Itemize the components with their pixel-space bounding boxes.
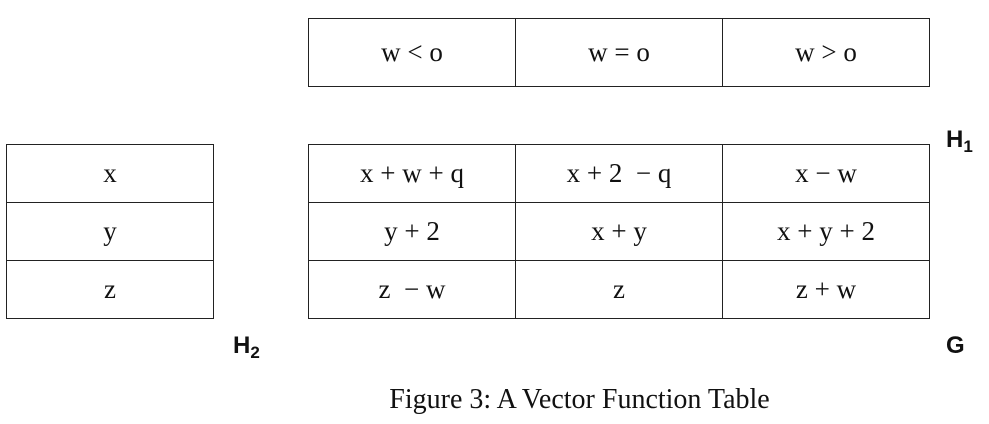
h1-label-subscript: 1: [963, 137, 973, 156]
g-cell: z − w: [308, 260, 516, 319]
g-label: G: [946, 332, 965, 359]
g-cell: x + y + 2: [722, 202, 930, 261]
figure-caption: Figure 3: A Vector Function Table: [389, 384, 770, 415]
g-table: x + w + q x + 2 − q x − w y + 2 x + y x …: [308, 144, 930, 319]
g-cell: z: [515, 260, 723, 319]
h2-cell: y: [6, 202, 214, 261]
g-cell: y + 2: [308, 202, 516, 261]
h1-table: w < o w = o w > o: [308, 18, 930, 87]
h2-cell: z: [6, 260, 214, 319]
table-row: y: [6, 202, 214, 261]
h2-label: H2: [233, 332, 260, 363]
table-row: y + 2 x + y x + y + 2: [308, 202, 930, 261]
table-row: z: [6, 260, 214, 319]
h2-label-subscript: 2: [250, 343, 260, 362]
h1-cell: w < o: [308, 18, 516, 87]
g-cell: z + w: [722, 260, 930, 319]
g-cell: x − w: [722, 144, 930, 203]
h1-label: H1: [946, 126, 973, 157]
h2-cell: x: [6, 144, 214, 203]
g-cell: x + 2 − q: [515, 144, 723, 203]
table-row: x + w + q x + 2 − q x − w: [308, 144, 930, 203]
g-cell: x + w + q: [308, 144, 516, 203]
h1-label-main: H: [946, 126, 964, 153]
h1-cell: w = o: [515, 18, 723, 87]
table-row: z − w z z + w: [308, 260, 930, 319]
g-cell: x + y: [515, 202, 723, 261]
h2-table: x y z: [6, 144, 214, 319]
table-row: x: [6, 144, 214, 203]
h1-cell: w > o: [722, 18, 930, 87]
h2-label-main: H: [233, 332, 251, 359]
table-row: w < o w = o w > o: [308, 18, 930, 87]
